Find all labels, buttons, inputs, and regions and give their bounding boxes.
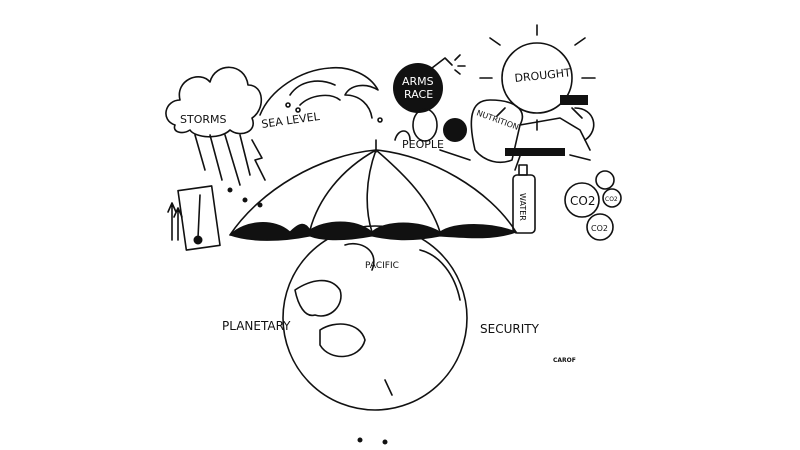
people-label: PEOPLE bbox=[402, 138, 444, 151]
storm-cloud-icon bbox=[165, 66, 266, 208]
nutrition-label: NUTRITION bbox=[475, 108, 520, 132]
thermometer-icon bbox=[167, 185, 221, 251]
umbrella-icon bbox=[229, 139, 518, 241]
soldier-with-gun-icon bbox=[505, 95, 595, 171]
bomb-icon bbox=[393, 54, 466, 113]
water-bottle-icon bbox=[512, 164, 536, 234]
pacific-label: PACIFIC bbox=[365, 261, 399, 271]
co2-bubbles-icon bbox=[564, 170, 622, 241]
sea-level-label: SEA LEVEL bbox=[261, 110, 322, 131]
security-label: SECURITY bbox=[480, 322, 540, 336]
people-icon bbox=[394, 108, 471, 161]
globe-icon bbox=[282, 225, 468, 445]
co2-label: CO2 bbox=[570, 194, 595, 208]
planetary-label: PLANETARY bbox=[222, 319, 291, 333]
water-label: WATER bbox=[518, 193, 527, 221]
arms-race-label-line1: ARMS bbox=[402, 75, 434, 88]
storms-label: STORMS bbox=[180, 113, 226, 126]
artist-signature: CAROF bbox=[553, 357, 576, 364]
co2-label: CO2 bbox=[605, 196, 618, 203]
wave-icon bbox=[259, 66, 383, 123]
arms-race-label-line2: RACE bbox=[404, 88, 433, 101]
co2-label: CO2 bbox=[591, 224, 608, 233]
bread-icon bbox=[470, 99, 524, 164]
drought-label: DROUGHT bbox=[514, 66, 572, 85]
